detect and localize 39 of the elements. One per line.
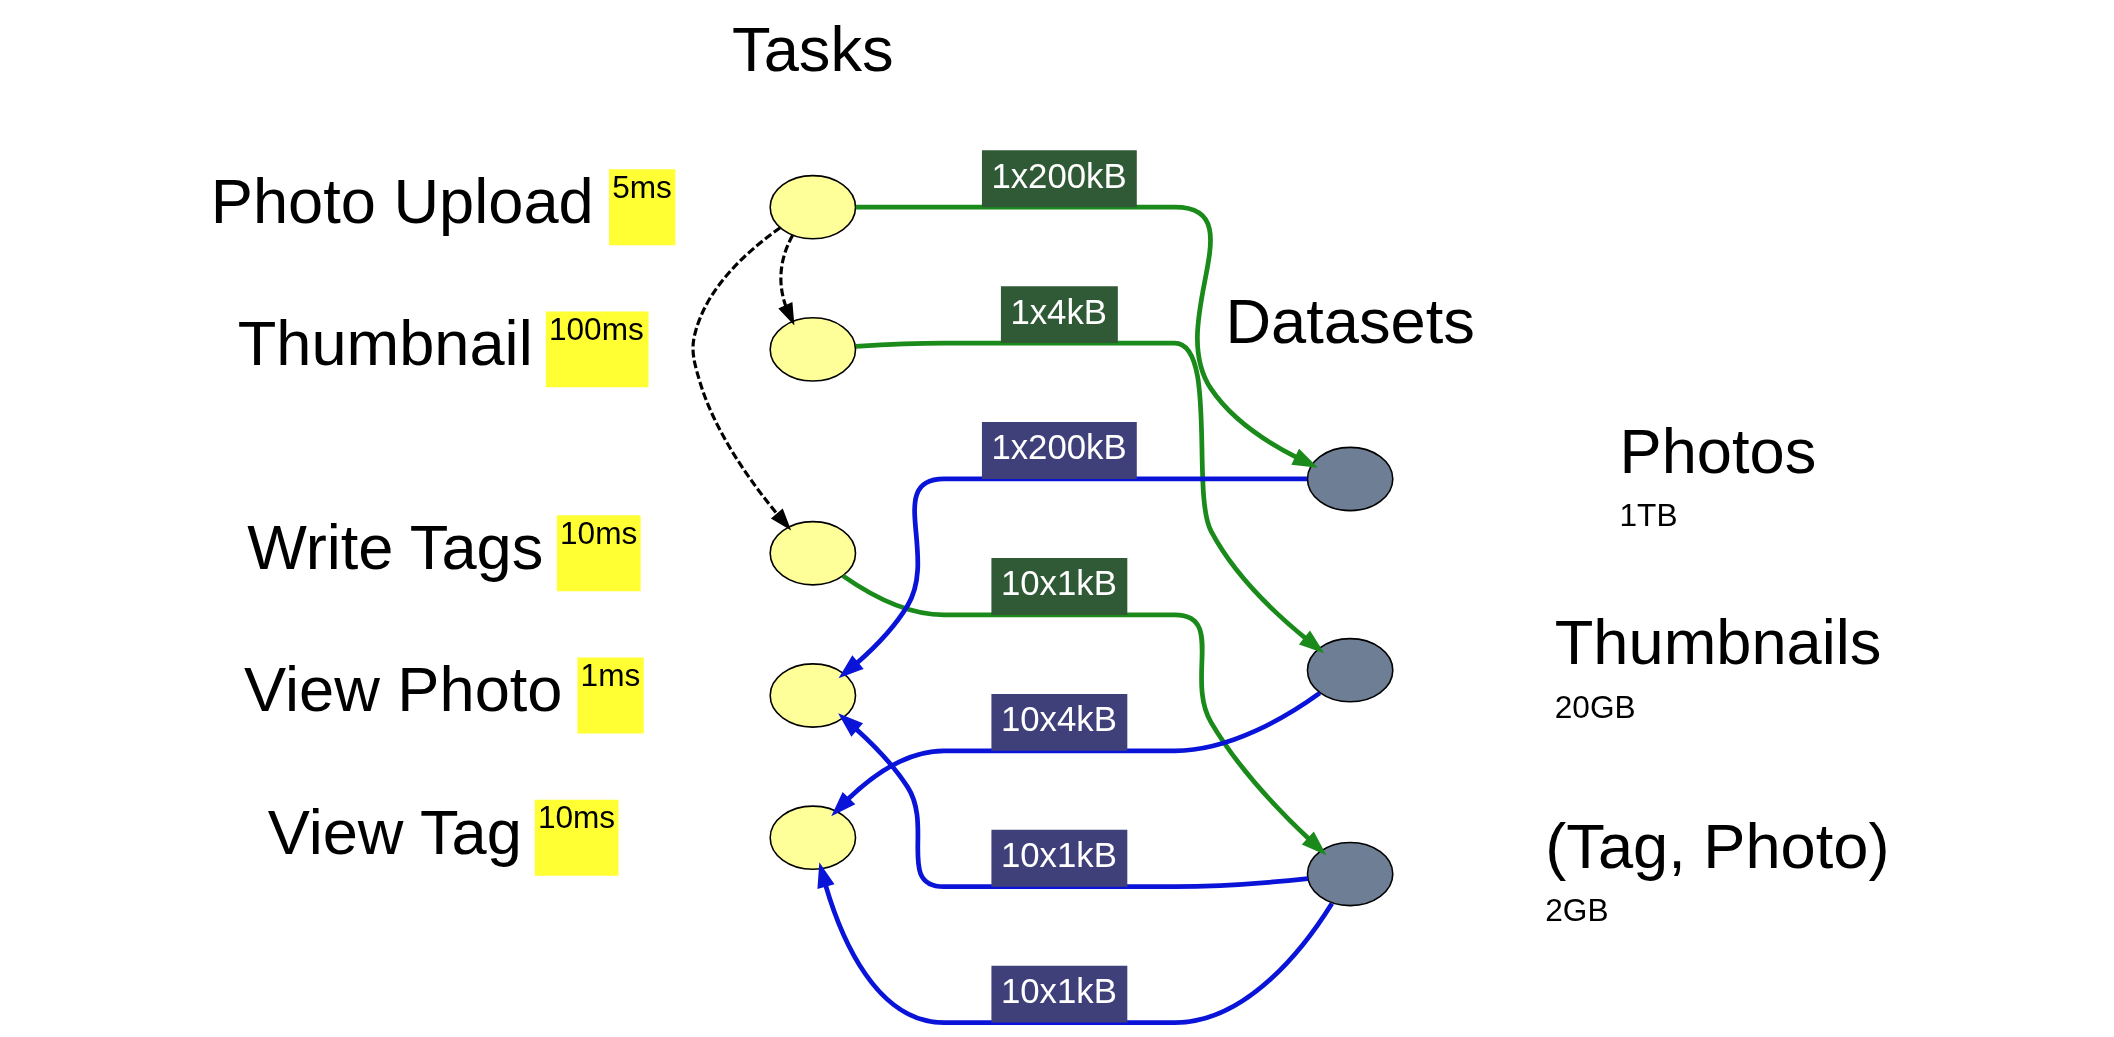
node-circle (769, 805, 857, 871)
node-circle (1306, 841, 1394, 907)
node-label: 1ms (580, 657, 641, 693)
label: Datasets (1225, 286, 1475, 357)
node-label: 10ms (537, 799, 616, 836)
node-circle (769, 174, 857, 240)
node-label: Photo Upload (210, 166, 594, 236)
node-label: 2GB (1545, 892, 1609, 929)
node-circle (1306, 637, 1394, 703)
node-label: Photos (1619, 415, 1817, 486)
edge-label: 10x1kB (1000, 564, 1117, 603)
label: Tasks (732, 14, 894, 85)
node-circle (1306, 446, 1394, 512)
arrow (838, 476, 1308, 679)
node-circle (769, 317, 857, 382)
edge-label: 10x4kB (1000, 700, 1117, 739)
edge-label: 1x200kB (991, 156, 1127, 195)
node-label: (Tag, Photo) (1545, 810, 1890, 881)
arrow (841, 573, 1327, 856)
edge-label: 1x200kB (991, 428, 1127, 467)
arrow (778, 234, 795, 326)
node-label: 100ms (548, 310, 644, 347)
arrow (855, 204, 1318, 468)
node-label: 10ms (560, 514, 638, 551)
edge-label: 10x1kB (1000, 836, 1117, 875)
node-label: 5ms (612, 168, 672, 205)
node-circle (769, 663, 857, 728)
node-circle (769, 520, 857, 586)
node-label: Write Tags (247, 512, 544, 583)
node-label: 1TB (1619, 497, 1678, 534)
node-label: View Photo (243, 654, 563, 725)
node-label: View Tag (267, 796, 522, 867)
node-label: Thumbnail (237, 308, 533, 379)
edge-label: 10x1kB (1000, 971, 1117, 1010)
node-label: Thumbnails (1554, 606, 1882, 677)
edge-label: 1x4kB (1010, 292, 1107, 331)
arrow (691, 226, 792, 531)
arrow (855, 340, 1325, 654)
node-label: 20GB (1554, 688, 1636, 725)
